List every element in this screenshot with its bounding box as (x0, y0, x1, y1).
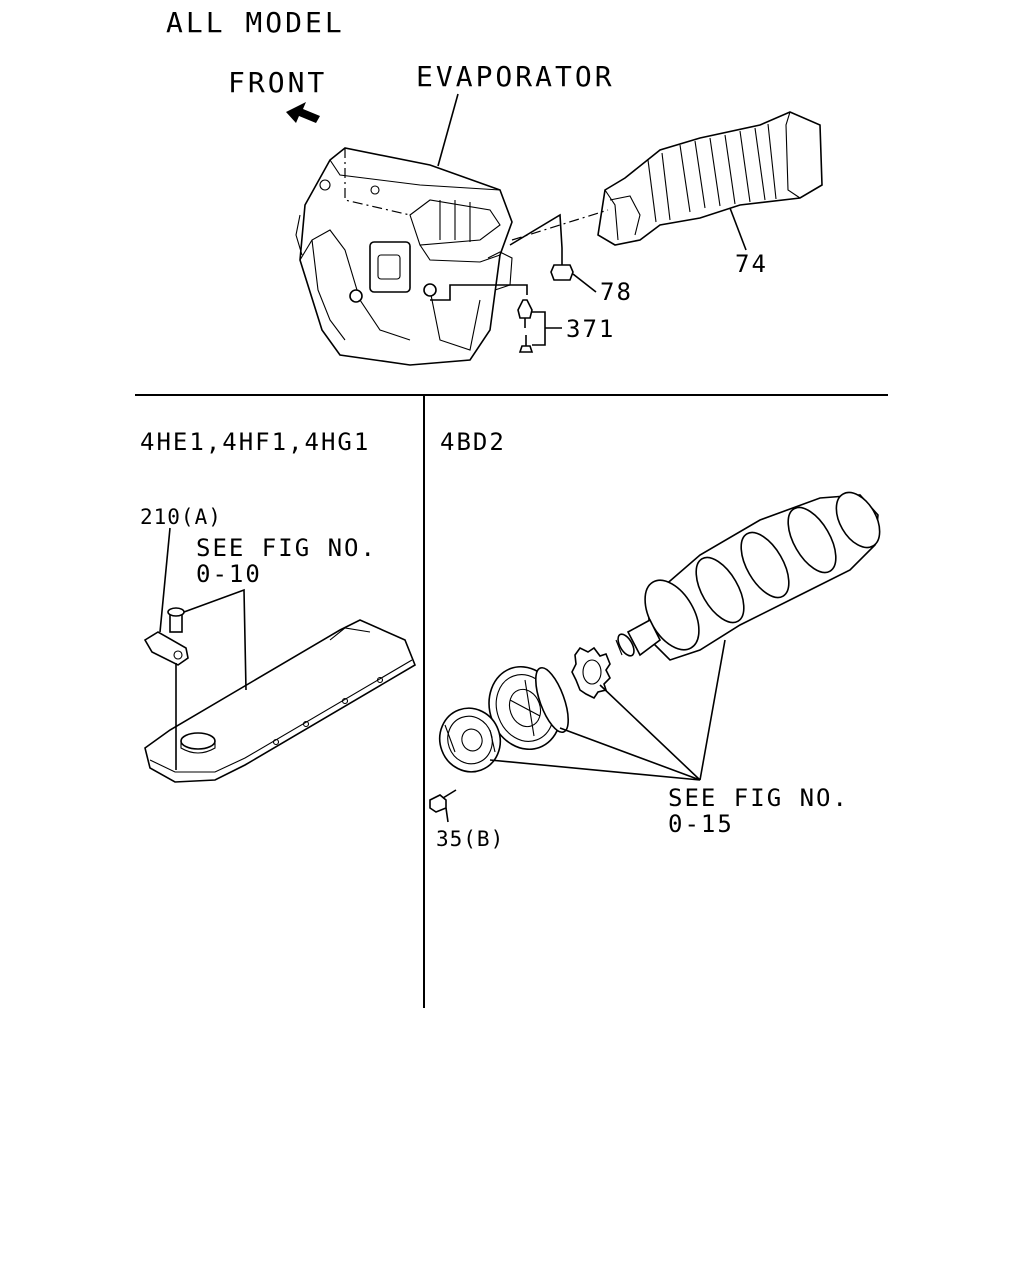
part-ref-210a: 210(A) (140, 505, 222, 529)
see-fig-0-10-leader (183, 588, 247, 691)
see-fig-0-10-line2: 0-10 (196, 560, 262, 588)
valve-cover (144, 619, 416, 783)
evaporator-unit (295, 147, 513, 366)
see-fig-0-10-line1: SEE FIG NO. (196, 534, 377, 562)
ref-35b-leader (445, 807, 449, 823)
crank-pulley (488, 665, 569, 751)
callout-78: 78 (600, 278, 633, 306)
bolt-78 (550, 248, 574, 281)
duct-connection-line (511, 209, 609, 241)
callout-371: 371 (566, 315, 615, 343)
left-models-label: 4HE1,4HF1,4HG1 (140, 428, 370, 456)
callout-371-bracket (532, 311, 562, 346)
evaporator-label: EVAPORATOR (416, 60, 615, 93)
damper (438, 707, 502, 773)
see-fig-0-15-line2: 0-15 (668, 810, 734, 838)
evaporator-leader (437, 93, 459, 167)
arrow-front-icon (286, 102, 320, 123)
ref-210a-leader (159, 527, 171, 633)
front-label: FRONT (228, 66, 327, 99)
air-duct (597, 111, 823, 246)
bolt-35b (429, 789, 457, 813)
part-ref-35b: 35(B) (436, 827, 504, 851)
see-fig-0-15-line1: SEE FIG NO. (668, 784, 849, 812)
crankshaft (615, 491, 881, 661)
callout-74: 74 (735, 250, 768, 278)
page-title: ALL MODEL (166, 6, 345, 39)
bolt-210a (167, 607, 185, 633)
clip-371-upper (517, 299, 533, 328)
sensor-clip (143, 631, 189, 666)
bolt-leader (509, 213, 563, 249)
right-model-label: 4BD2 (440, 428, 506, 456)
crank-gear (571, 646, 611, 700)
see-fig-0-15-leaders (489, 639, 726, 781)
duct-bellows (647, 123, 777, 223)
callout-78-leader (572, 273, 597, 293)
callout-74-leader (729, 207, 747, 251)
clip-371-lower (518, 335, 534, 353)
clip-leader (430, 284, 528, 301)
